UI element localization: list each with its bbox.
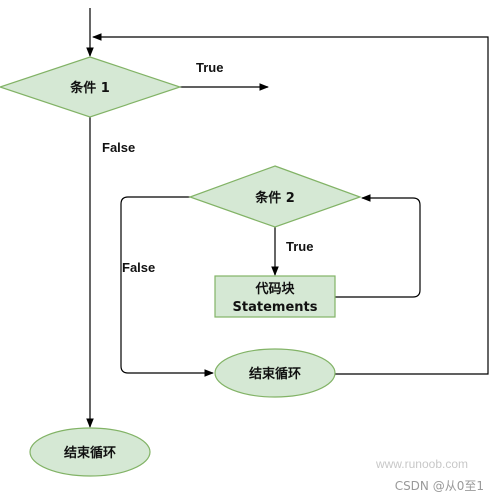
end-loop-inner-label: 结束循环: [249, 366, 301, 382]
condition-1-label: 条件 1: [70, 80, 110, 96]
edge-label-true-2: True: [286, 239, 313, 254]
condition-2-diamond: [188, 165, 362, 228]
statements-label-en: Statements: [233, 300, 318, 315]
edge-loop-back-inner: [335, 194, 421, 298]
edge-label-false-2: False: [122, 260, 155, 275]
watermark-site: www.runoob.com: [375, 457, 468, 471]
edge-cond2-false: [120, 196, 214, 377]
edge-loop-back-outer: [92, 33, 489, 375]
statements-block: [214, 275, 336, 318]
end-loop-outer-label: 结束循环: [64, 445, 116, 461]
end-loop-outer-ellipse: [29, 427, 151, 477]
condition-1-diamond: [0, 56, 182, 118]
edge-label-false-1: False: [102, 140, 135, 155]
end-loop-inner-ellipse: [214, 348, 336, 398]
statements-label-cn: 代码块: [254, 281, 295, 297]
edge-label-true-1: True: [196, 60, 223, 75]
condition-2-label: 条件 2: [255, 190, 295, 206]
watermark-csdn: CSDN @从0至1: [395, 479, 484, 493]
